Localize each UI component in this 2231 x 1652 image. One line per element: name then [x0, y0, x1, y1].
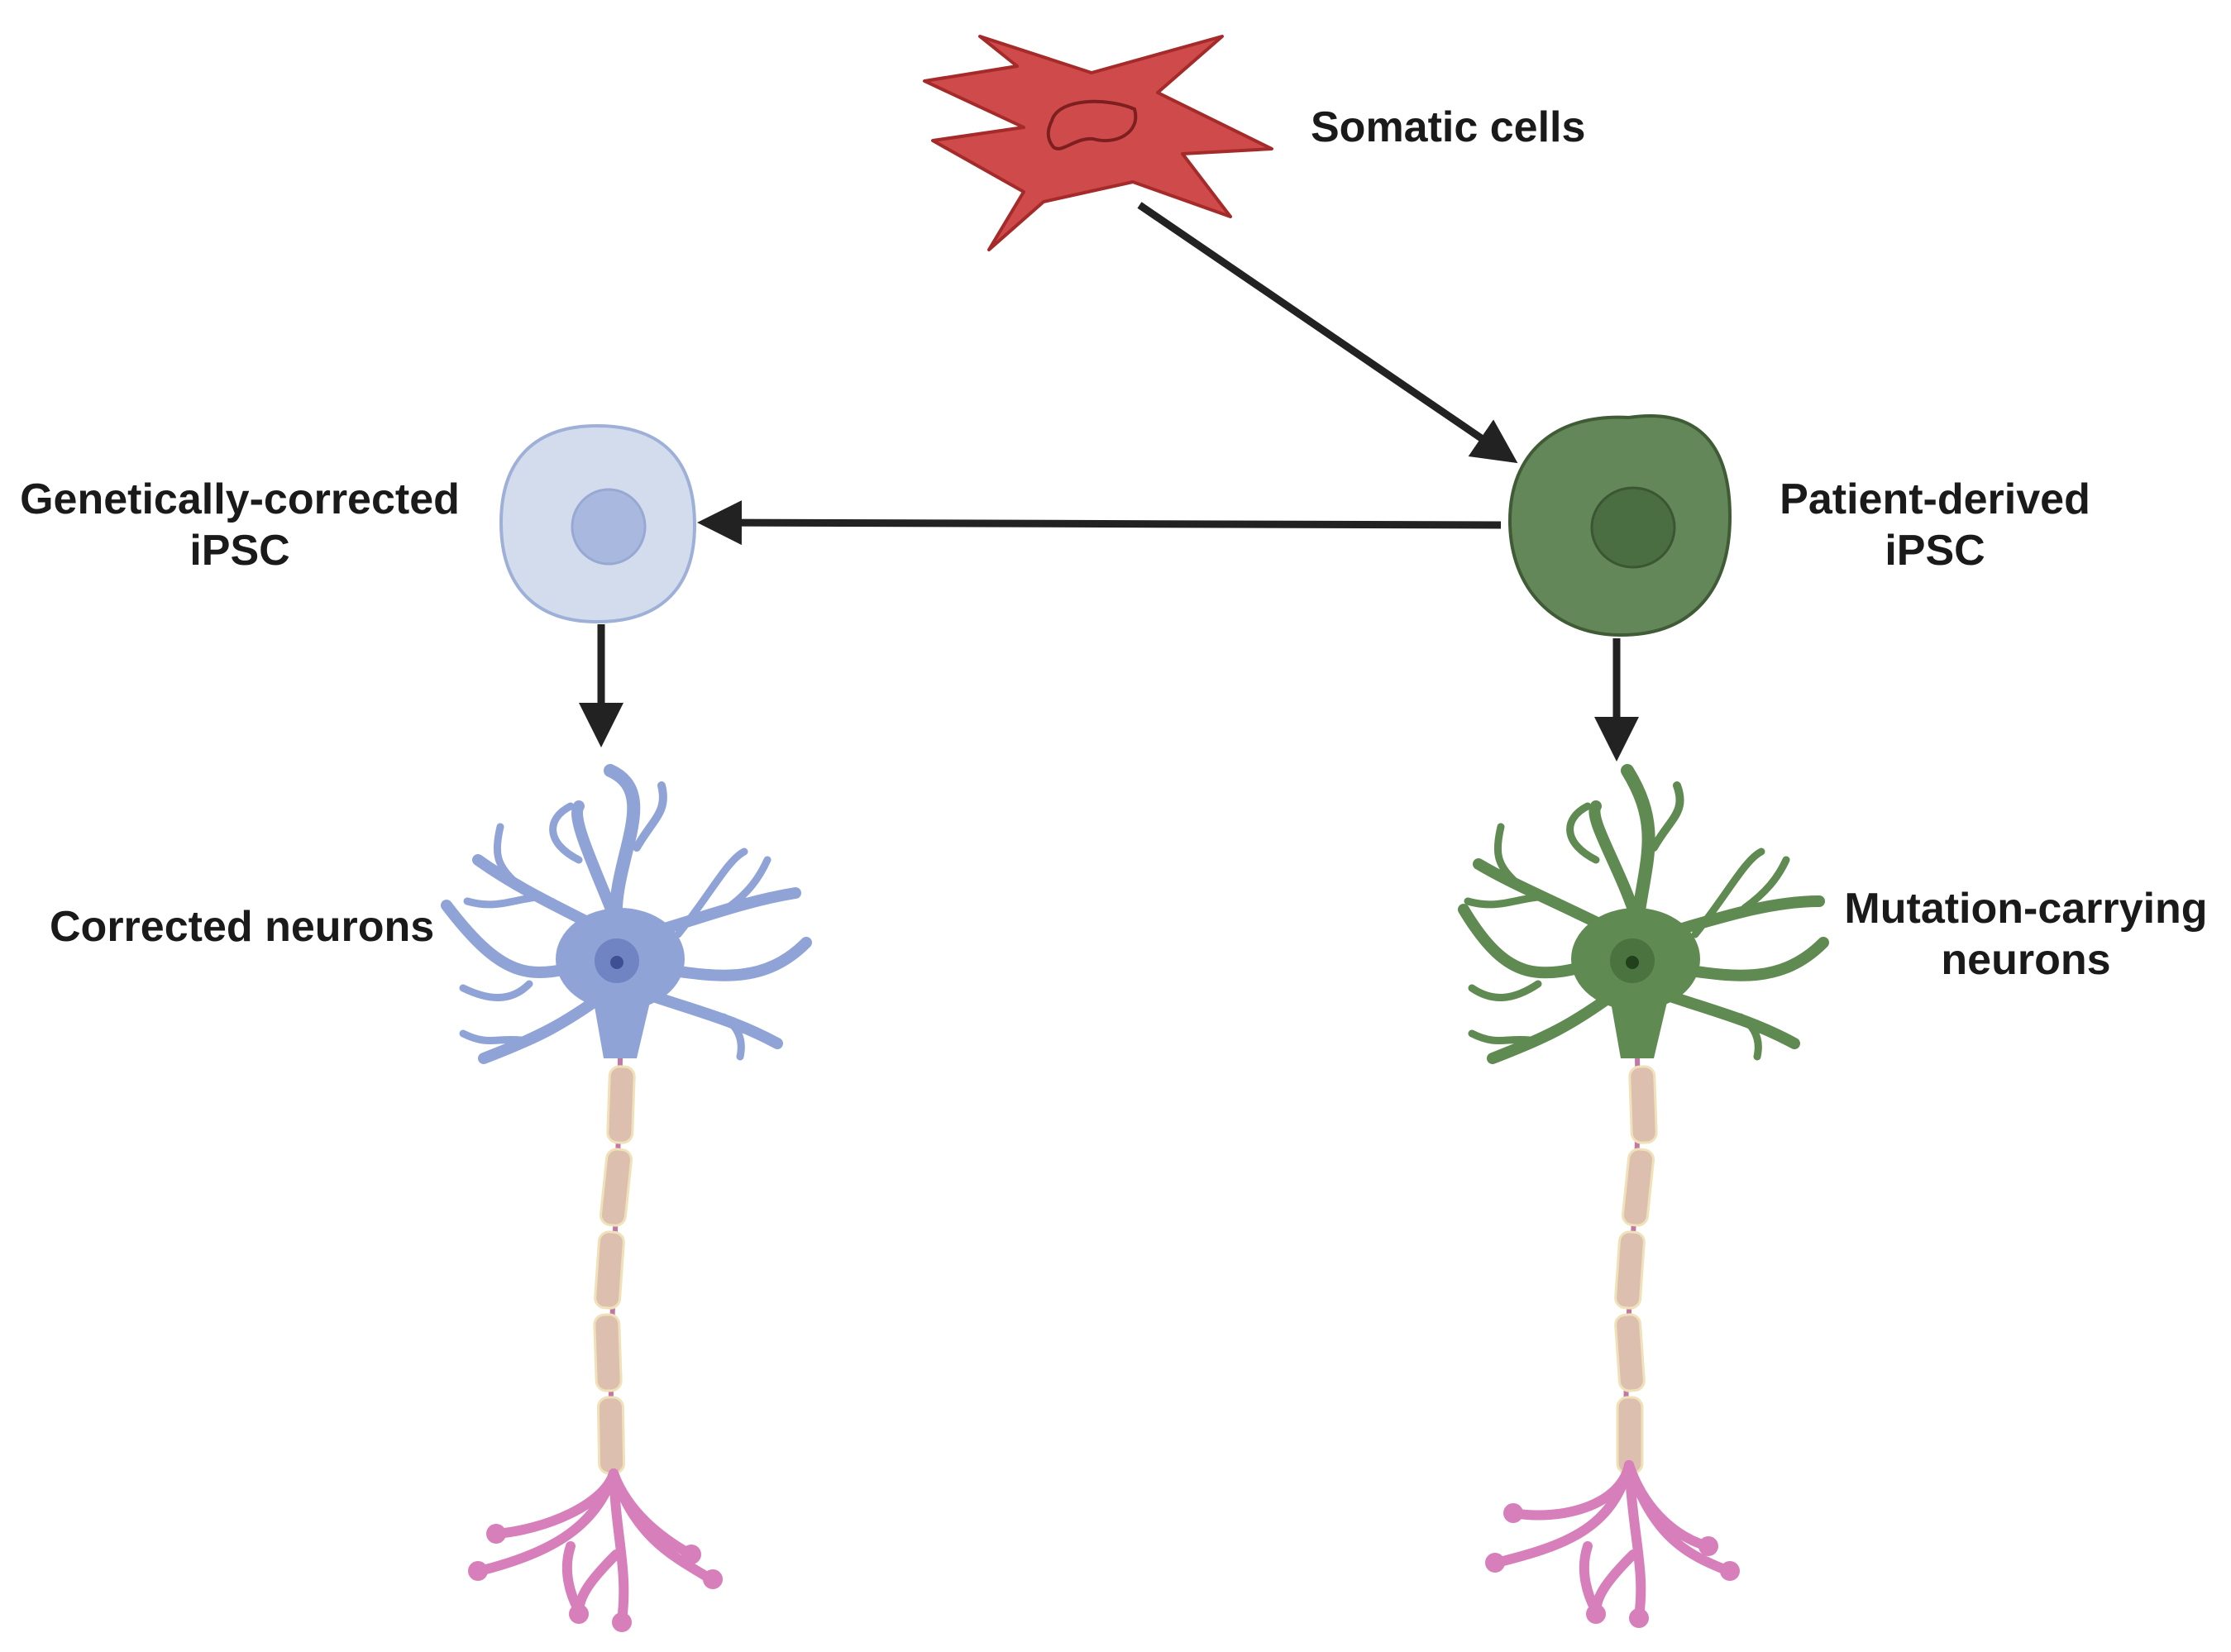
arrow-icon	[579, 202, 1639, 762]
corrected-neuron-icon	[441, 764, 812, 1632]
patient-ipsc-cell-icon	[1507, 414, 1732, 637]
label-genetically-corrected-ipsc: Genetically-corrected iPSC	[20, 475, 460, 575]
label-somatic-cells: Somatic cells	[1311, 103, 1586, 151]
somatic-cell-icon	[923, 35, 1273, 251]
label-mutation-carrying-neurons: Mutation-carrying neurons	[1844, 885, 2208, 984]
mutation-neuron-icon	[1458, 764, 1829, 1628]
corrected-ipsc-cell-icon	[499, 423, 697, 624]
label-corrected-neurons: Corrected neurons	[50, 903, 435, 951]
label-patient-derived-ipsc: Patient-derived iPSC	[1780, 475, 2090, 575]
